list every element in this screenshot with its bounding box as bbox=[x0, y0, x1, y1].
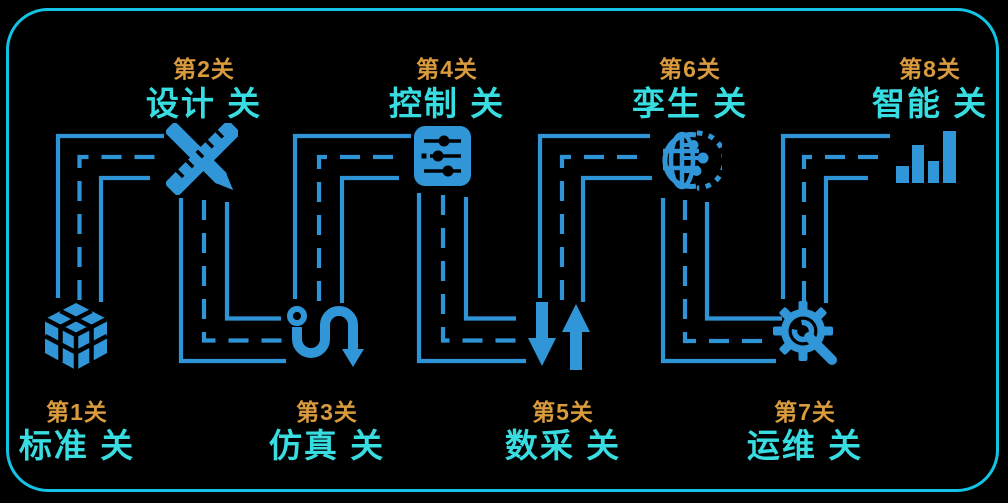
stage-8-level: 第8关 bbox=[899, 56, 961, 82]
stage-1-name: 标准 关 bbox=[18, 427, 136, 464]
stage-2-level: 第2关 bbox=[173, 56, 235, 82]
road-segment-6-7 bbox=[660, 198, 782, 364]
stage-3-level: 第3关 bbox=[296, 399, 358, 425]
stage-4-level: 第4关 bbox=[416, 56, 478, 82]
globe-network-icon bbox=[662, 130, 722, 191]
stage-8-name: 智能 关 bbox=[871, 85, 989, 122]
stage-4-name: 控制 关 bbox=[388, 85, 506, 122]
stage-6-name: 孪生 关 bbox=[631, 85, 749, 122]
stage-1-level: 第1关 bbox=[46, 399, 108, 425]
ruler-pencil-icon bbox=[166, 123, 238, 195]
stage-7-name: 运维 关 bbox=[746, 427, 864, 464]
gear-wrench-icon bbox=[773, 301, 837, 365]
stage-7-level: 第7关 bbox=[774, 399, 836, 425]
panel-border bbox=[6, 8, 999, 492]
data-arrows-icon bbox=[528, 302, 590, 370]
stage-5-level: 第5关 bbox=[532, 399, 594, 425]
cube-icon bbox=[43, 303, 109, 370]
bar-chart-icon bbox=[896, 131, 956, 183]
road-segment-5-6 bbox=[537, 133, 652, 302]
stage-6-level: 第6关 bbox=[659, 56, 721, 82]
sliders-icon bbox=[414, 126, 471, 186]
stage-2-name: 设计 关 bbox=[145, 85, 263, 122]
winding-path-icon bbox=[287, 306, 364, 367]
road-segment-3-4 bbox=[292, 133, 411, 303]
road-segment-2-3 bbox=[178, 198, 286, 364]
stage-3-name: 仿真 关 bbox=[268, 427, 386, 464]
road-segment-7-8 bbox=[780, 133, 890, 303]
road-segment-1-2 bbox=[55, 133, 164, 302]
stage-5-name: 数采 关 bbox=[504, 427, 622, 464]
road-segment-4-5 bbox=[416, 193, 526, 364]
